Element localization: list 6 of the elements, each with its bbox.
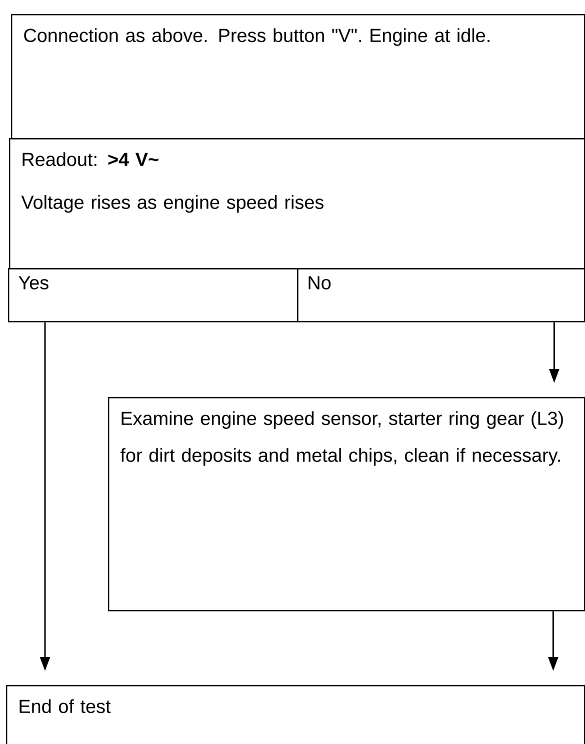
end-box: End of test xyxy=(6,685,585,744)
step-box: Examine engine speed sensor, starter ring gear (L3) for dirt deposits and metal chips, clean if necessary. xyxy=(108,397,585,612)
step-box: Connection as above. Press button "V". Engine at idle. xyxy=(11,14,585,140)
answer-cell: Yes xyxy=(8,268,298,322)
answer-cell: No xyxy=(297,268,585,322)
readout-box: Readout: >4 V~ Voltage rises as engine speed rises xyxy=(9,138,585,270)
